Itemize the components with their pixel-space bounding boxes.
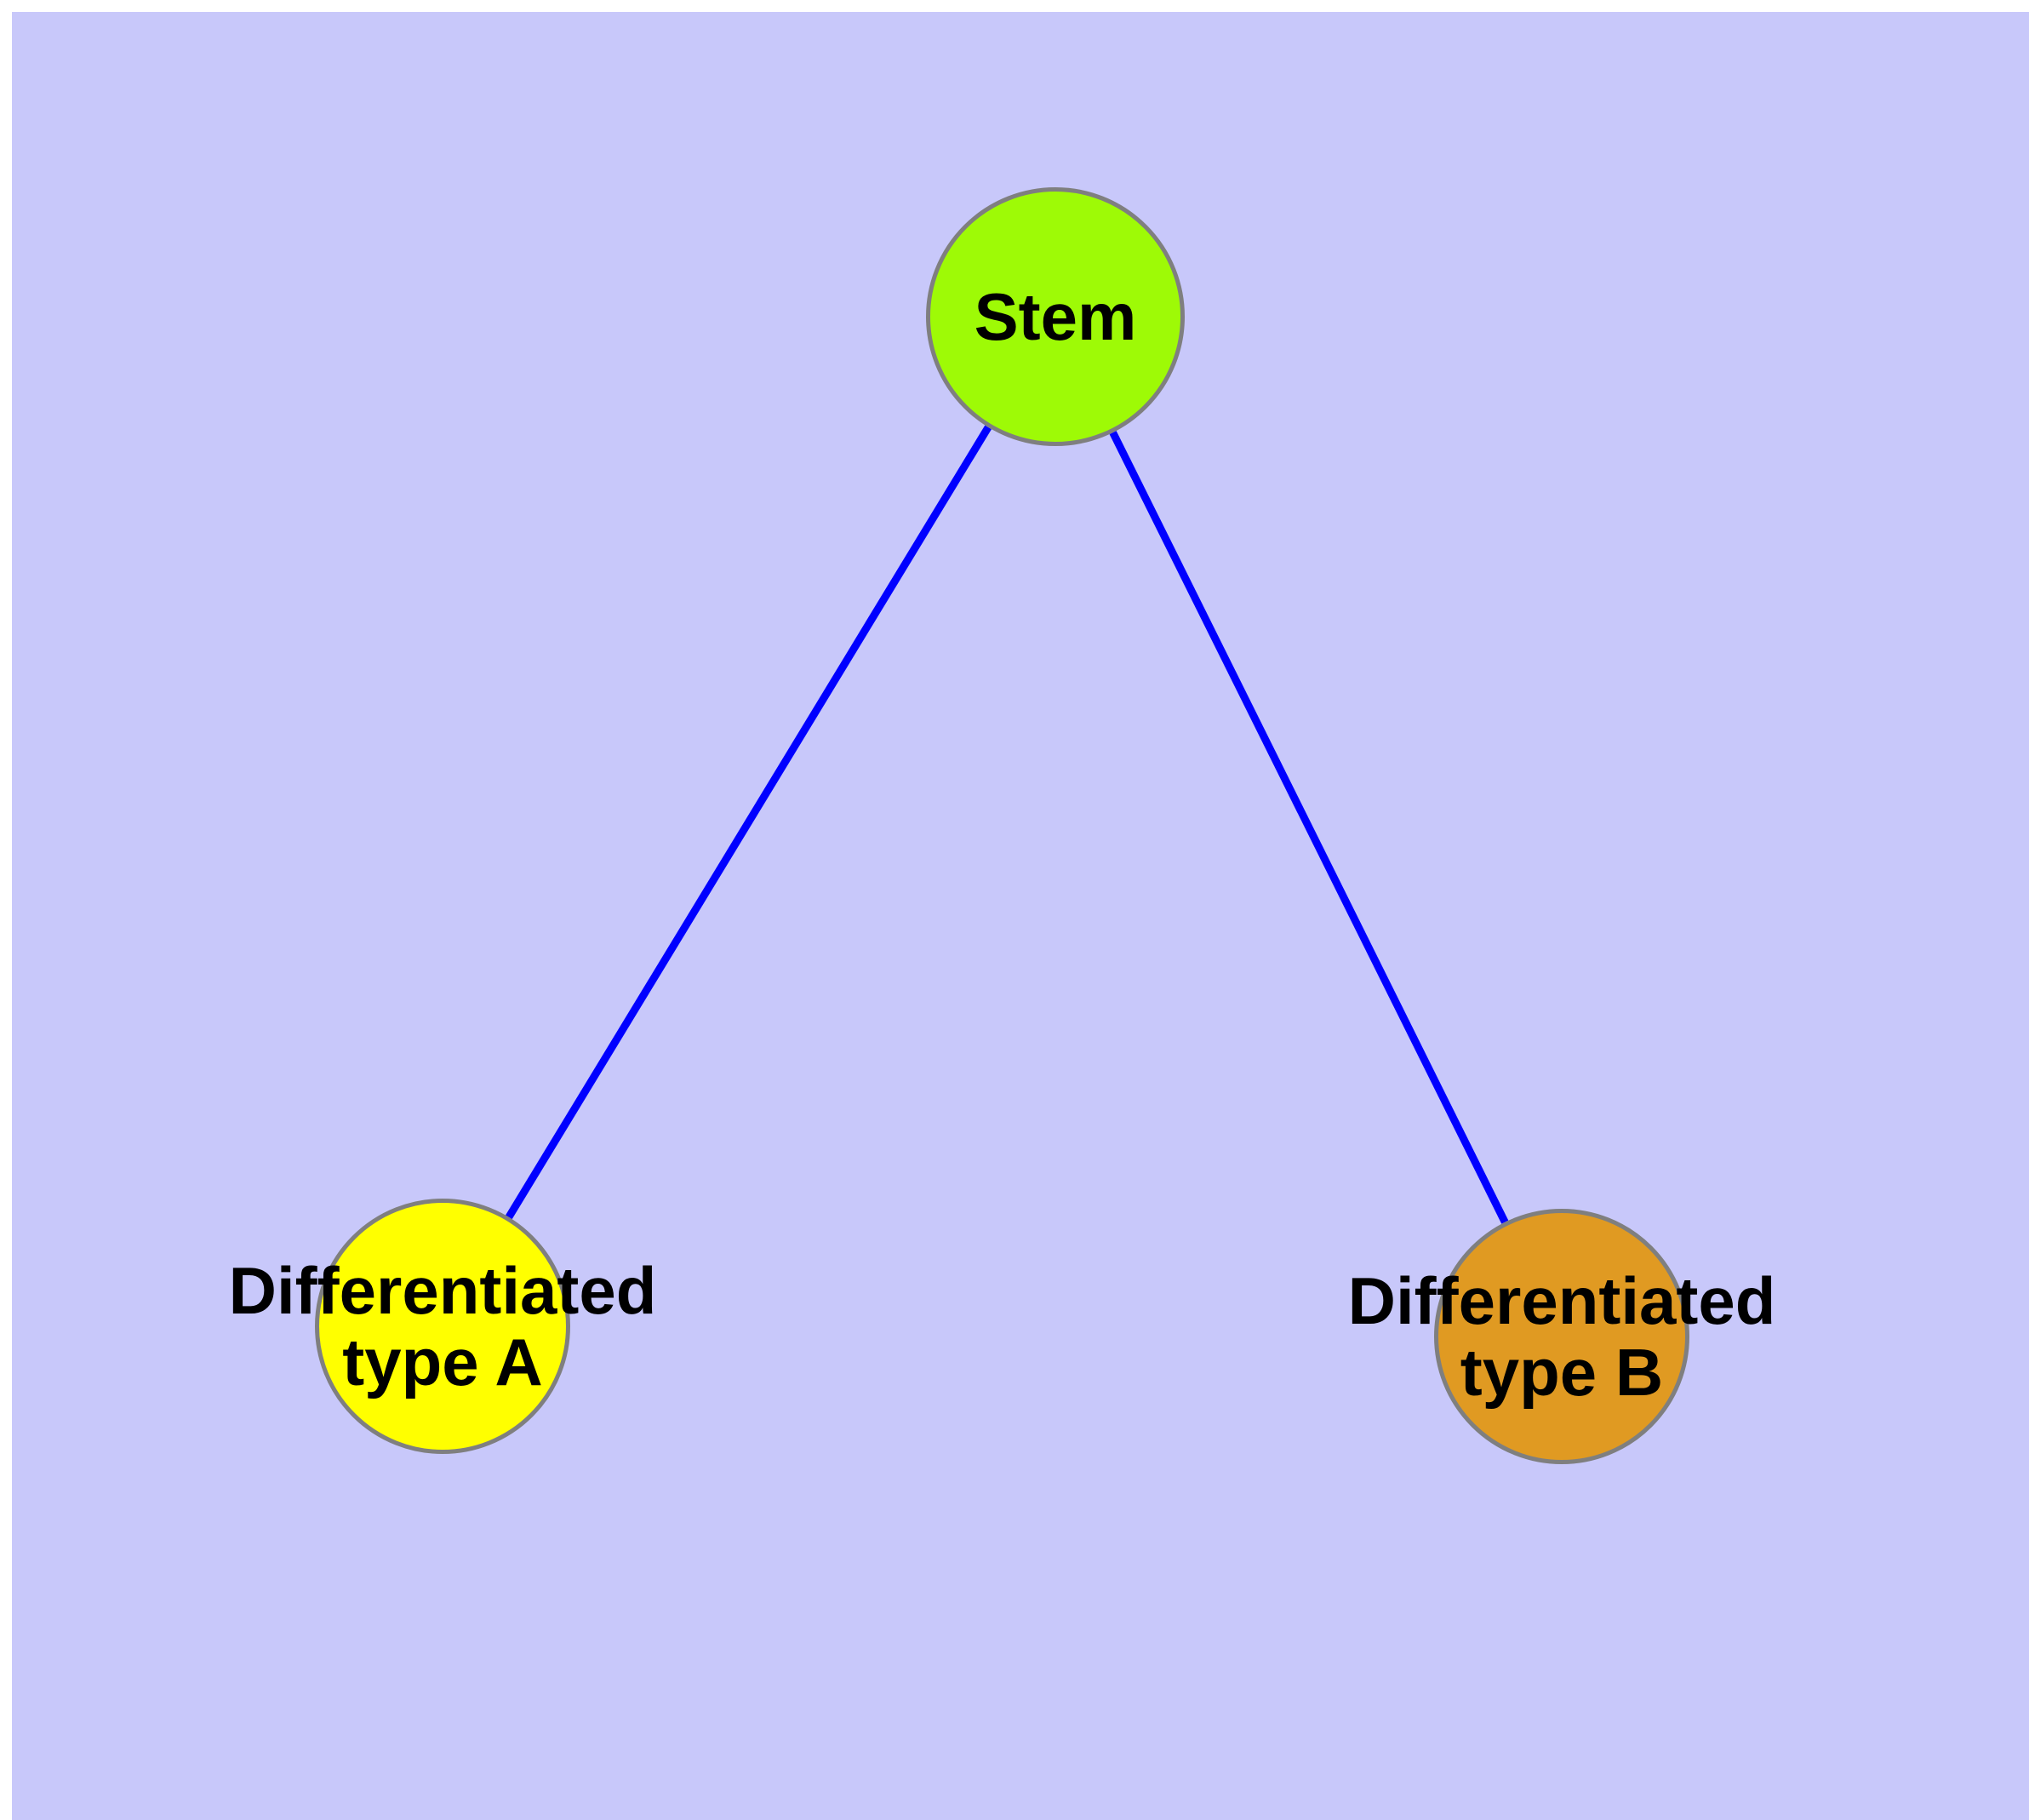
graph-edge[interactable]	[505, 425, 992, 1220]
edge-layer	[505, 425, 1509, 1224]
node-layer	[315, 187, 1689, 1464]
graph-node-diff_b[interactable]	[1434, 1209, 1689, 1464]
graph-edge[interactable]	[1109, 431, 1509, 1224]
graph-node-stem[interactable]	[926, 187, 1185, 446]
graph-node-diff_a[interactable]	[315, 1199, 570, 1454]
